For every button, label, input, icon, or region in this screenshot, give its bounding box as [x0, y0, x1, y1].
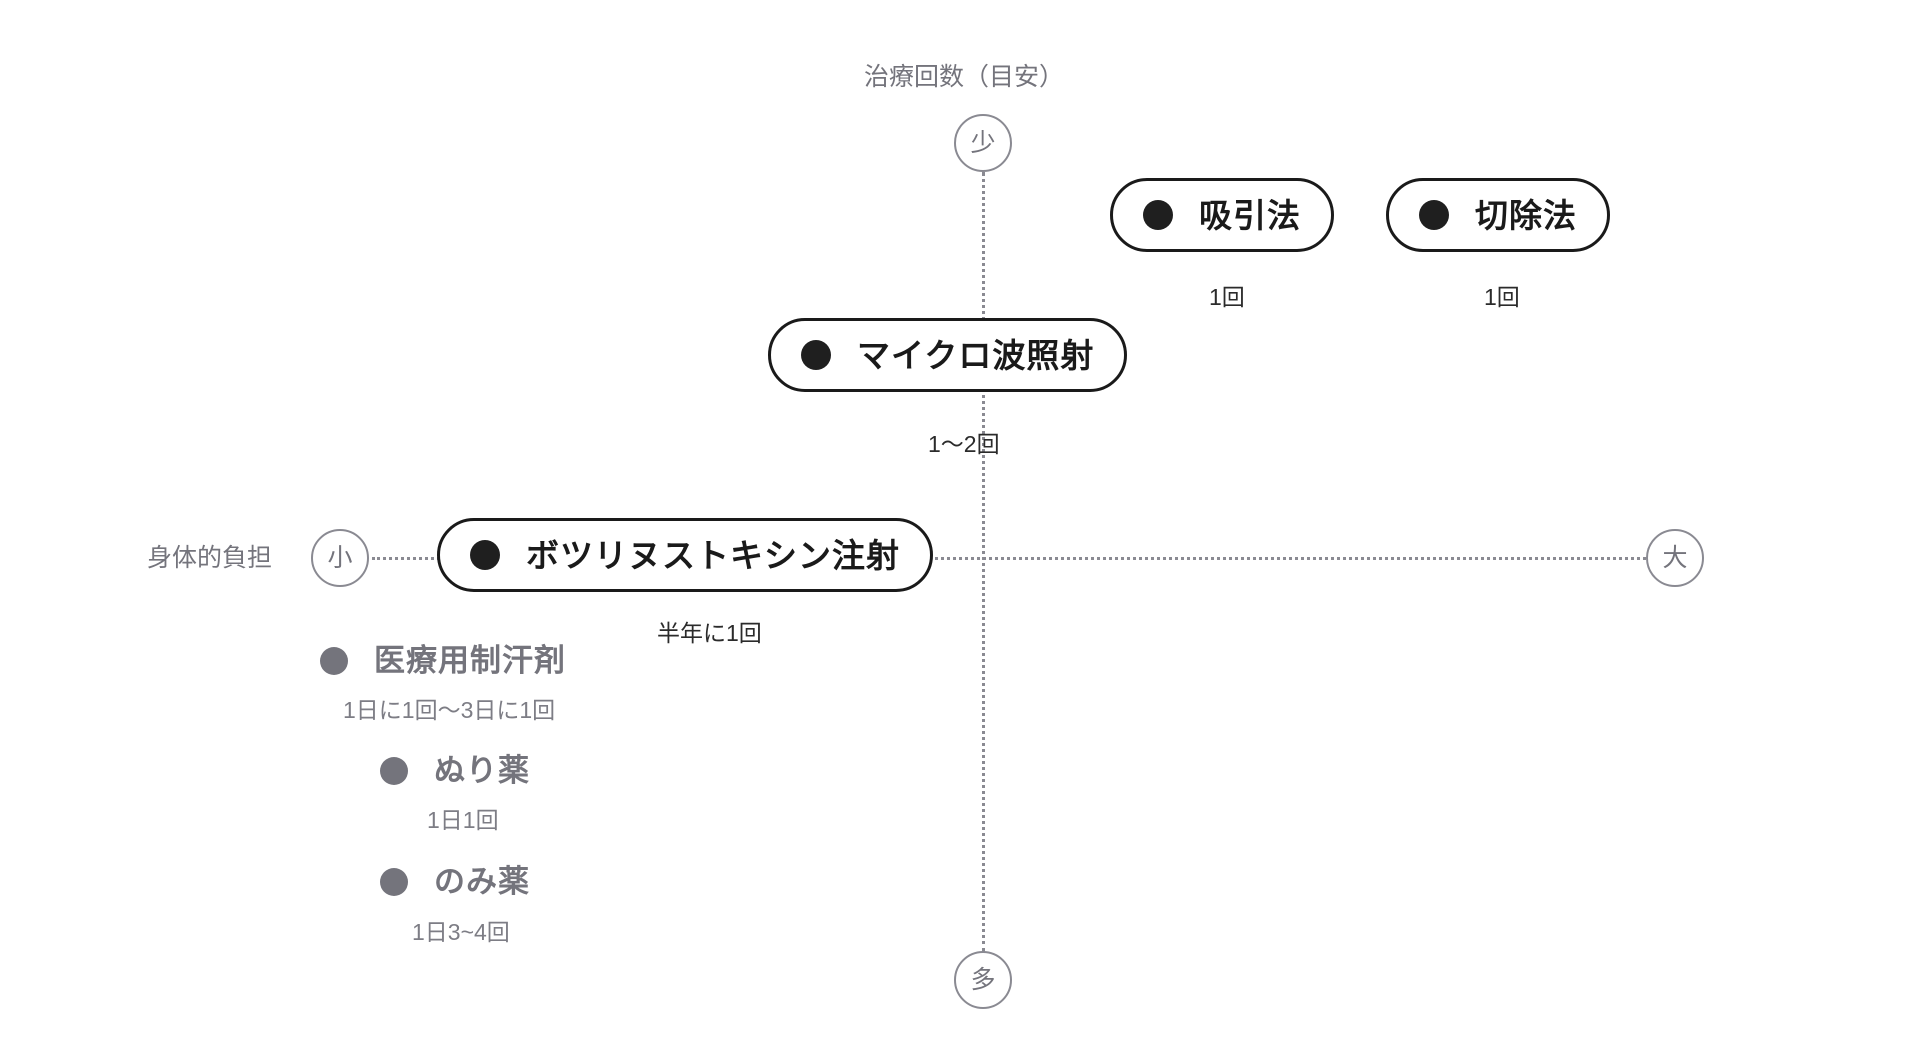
node-antiperspirant[interactable]: 医療用制汗剤 [320, 645, 566, 676]
frequency-botox: 半年に1回 [657, 620, 762, 646]
frequency-microwave: 1〜2回 [928, 431, 1000, 457]
node-excision[interactable]: 切除法 [1386, 178, 1610, 252]
bullet-dot-icon [380, 867, 408, 896]
vertical-axis-line [982, 172, 985, 952]
node-microwave-label: マイクロ波照射 [857, 336, 1095, 374]
axis-cap-large-icon: 大 [1646, 529, 1704, 587]
bullet-dot-icon [801, 340, 831, 370]
node-suction[interactable]: 吸引法 [1110, 178, 1334, 252]
bullet-dot-icon [320, 646, 348, 675]
node-topical-label: ぬり薬 [434, 753, 530, 788]
bullet-dot-icon [1419, 200, 1449, 230]
axis-cap-few-icon: 少 [954, 114, 1012, 172]
node-suction-label: 吸引法 [1199, 196, 1301, 234]
frequency-excision: 1回 [1484, 284, 1520, 310]
axis-cap-many-icon: 多 [954, 951, 1012, 1009]
node-excision-label: 切除法 [1475, 196, 1577, 234]
frequency-oral: 1日3~4回 [412, 919, 510, 945]
frequency-topical: 1日1回 [427, 807, 499, 833]
bullet-dot-icon [470, 540, 500, 570]
frequency-suction: 1回 [1209, 284, 1245, 310]
node-topical[interactable]: ぬり薬 [380, 755, 530, 786]
horizontal-axis-title: 身体的負担 [147, 544, 273, 572]
frequency-antiperspirant: 1日に1回〜3日に1回 [343, 697, 556, 723]
node-botox[interactable]: ボツリヌストキシン注射 [437, 518, 933, 592]
node-oral[interactable]: のみ薬 [380, 866, 530, 897]
horizontal-axis-line [372, 557, 1646, 560]
node-microwave[interactable]: マイクロ波照射 [768, 318, 1128, 392]
vertical-axis-title: 治療回数（目安） [864, 63, 1065, 91]
node-oral-label: のみ薬 [434, 864, 530, 899]
bullet-dot-icon [380, 756, 408, 785]
node-antiperspirant-label: 医療用制汗剤 [374, 643, 566, 678]
node-botox-label: ボツリヌストキシン注射 [526, 536, 900, 574]
axis-cap-small-icon: 小 [311, 529, 369, 587]
bullet-dot-icon [1143, 200, 1173, 230]
